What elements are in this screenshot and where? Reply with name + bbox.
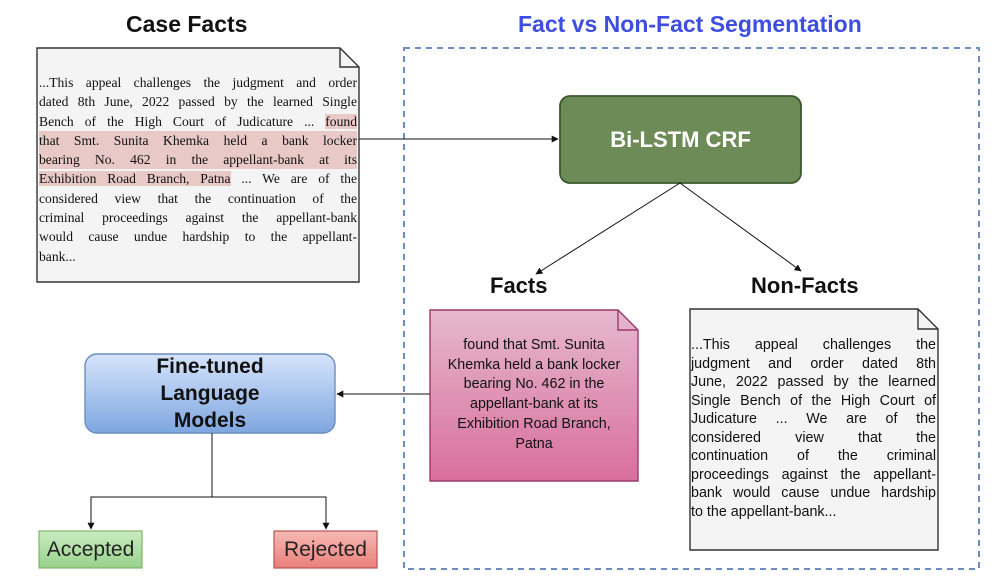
- facts-line: found that Smt. Sunita: [463, 337, 605, 353]
- case-facts-highlight: found: [325, 113, 357, 129]
- facts-line: Khemka held a bank locker: [447, 356, 621, 373]
- facts-line: appellant-bank at its: [470, 396, 598, 413]
- case-facts-line-mixed: Exhibition Road Branch, Patna ... We are…: [39, 169, 357, 188]
- non-facts-line: to the appellant-bank...: [691, 503, 837, 520]
- non-facts-line: Single Bench of the High Court of: [691, 392, 936, 409]
- accepted-box: [38, 530, 143, 569]
- non-facts-heading: Non-Facts: [751, 273, 859, 298]
- case-facts-highlight: bearing No. 462 in the appellant-bank at…: [39, 150, 357, 170]
- non-facts-line: proceedings against the appellant-: [691, 466, 936, 483]
- non-facts-line: judgment and order dated 8th: [691, 355, 936, 372]
- non-facts-document: [689, 308, 939, 551]
- case-facts-text-plain: ... We are of the: [230, 171, 357, 187]
- facts-line: Patna: [515, 435, 553, 452]
- language-models-label: Fine-tuned Language Models: [85, 354, 335, 433]
- case-facts-line: ...This appeal challenges the judgment a…: [39, 75, 357, 90]
- facts-line: bearing No. 462 in the: [463, 376, 605, 393]
- non-facts-fold: [917, 309, 938, 330]
- arrow-model-to-nonfacts: [679, 182, 802, 272]
- bilstm-crf-label: Bi-LSTM CRF: [610, 126, 751, 152]
- case-facts-heading: Case Facts: [126, 11, 248, 37]
- case-facts-line: would cause undue hardship to the appell…: [39, 229, 357, 245]
- arrow-lm-to-rejected: [212, 496, 330, 530]
- non-facts-line: June, 2022 passed by the learned: [691, 374, 936, 390]
- rejected-label: Rejected: [284, 537, 367, 561]
- language-models-line: Fine-tuned: [156, 355, 264, 378]
- non-facts-line: bank would cause undue hardship: [691, 485, 936, 501]
- segmentation-heading: Fact vs Non-Fact Segmentation: [518, 11, 862, 37]
- case-facts-line: considered view that the continuation of…: [39, 190, 357, 206]
- rejected-box: [273, 530, 378, 569]
- arrow-lm-to-accepted: [87, 496, 212, 530]
- segmentation-container: [403, 47, 980, 570]
- case-facts-text: ...This appeal challenges the judgment a…: [39, 73, 357, 266]
- case-facts-highlight: Exhibition Road Branch, Patna: [39, 171, 231, 187]
- non-facts-line: considered view that the: [691, 429, 936, 446]
- case-facts-line-mixed: Bench of the High Court of Judicature ..…: [39, 112, 357, 131]
- non-facts-text: ...This appeal challenges the judgment a…: [691, 336, 936, 521]
- non-facts-line: ...This appeal challenges the: [691, 337, 936, 353]
- language-models-line: Models: [173, 409, 247, 432]
- non-facts-line: Judicature ... We are of the: [691, 411, 936, 427]
- case-facts-line: dated 8th June, 2022 passed by the learn…: [39, 94, 357, 110]
- facts-fold: [617, 310, 638, 331]
- facts-line: Exhibition Road Branch,: [457, 415, 611, 432]
- facts-document: [429, 309, 639, 482]
- case-facts-line: bank...: [39, 248, 76, 264]
- case-facts-text-plain: Bench of the High Court of Judicature ..…: [39, 113, 315, 129]
- language-models-box: [84, 353, 336, 434]
- accepted-label: Accepted: [46, 537, 135, 561]
- language-models-line: Language: [160, 382, 260, 405]
- facts-text: found that Smt. Sunita Khemka held a ban…: [432, 336, 636, 454]
- case-facts-fold: [339, 48, 359, 68]
- case-facts-highlight: that Smt. Sunita Khemka held a bank lock…: [39, 130, 357, 151]
- arrow-model-to-facts: [535, 182, 681, 275]
- facts-heading: Facts: [490, 273, 548, 298]
- non-facts-line: continuation of the criminal: [691, 448, 936, 464]
- case-facts-line: criminal proceedings against the appella…: [39, 210, 357, 226]
